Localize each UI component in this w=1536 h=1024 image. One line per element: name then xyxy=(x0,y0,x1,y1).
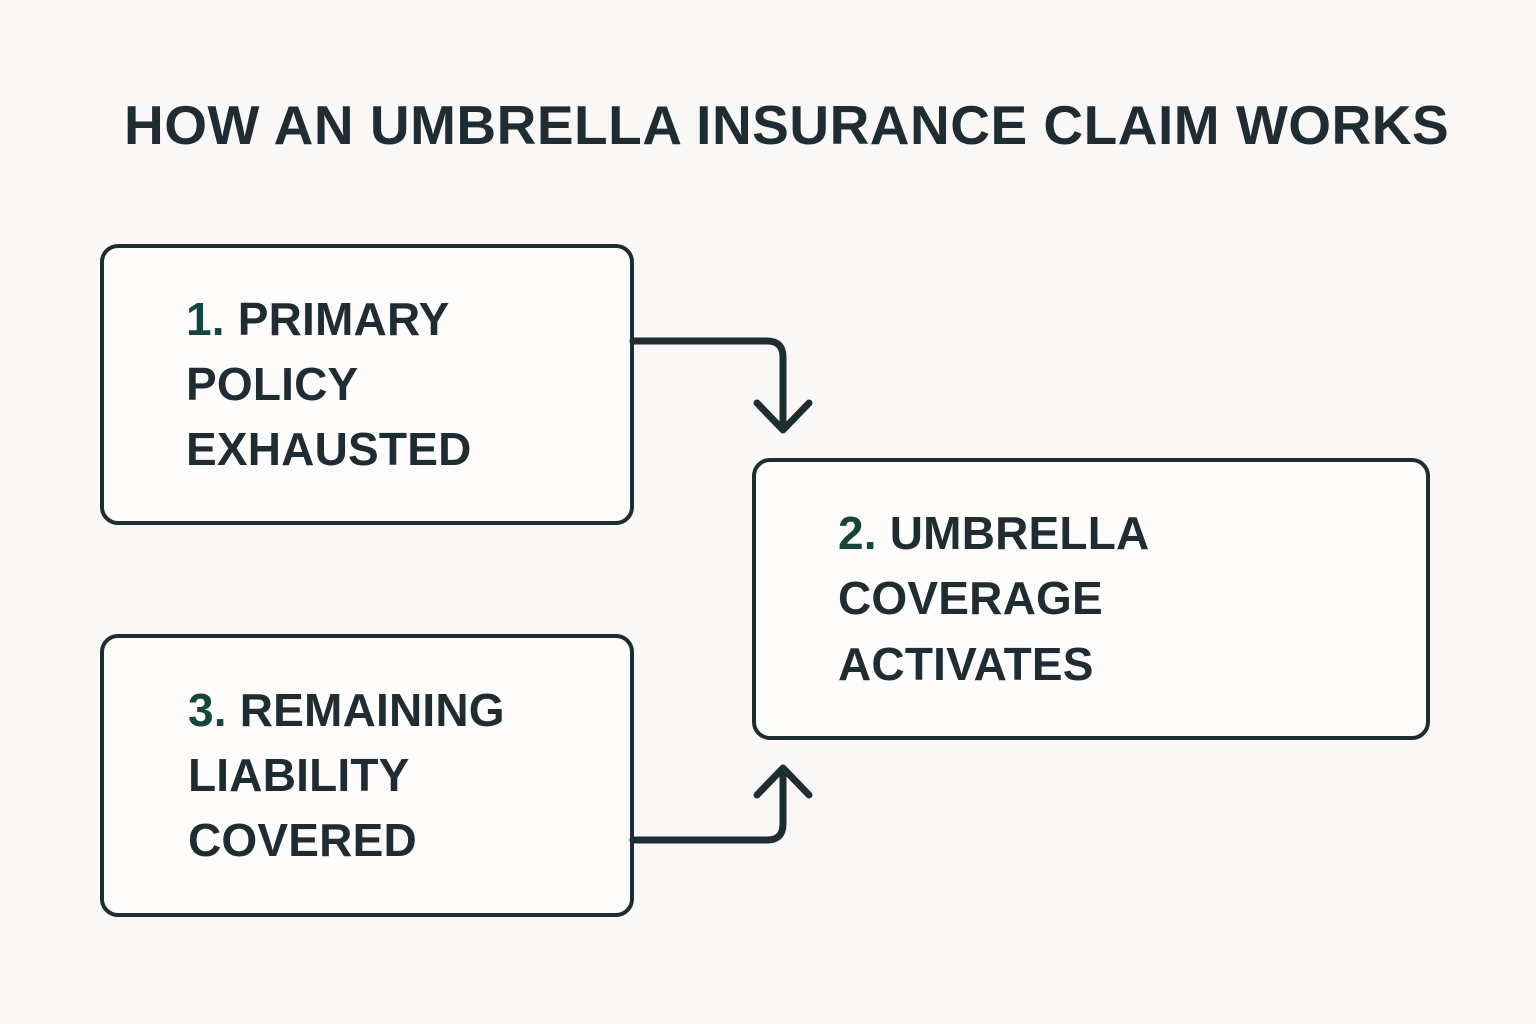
flow-box-step-1-text: 1. PRIMARY POLICY EXHAUSTED xyxy=(104,287,492,483)
step-2-line-1: UMBRELLA xyxy=(889,507,1150,560)
step-number-1: 1. xyxy=(186,292,225,345)
step-number-2: 2. xyxy=(838,507,877,560)
arrow-step-3-to-step-2 xyxy=(629,764,813,844)
flow-box-step-1[interactable]: 1. PRIMARY POLICY EXHAUSTED xyxy=(100,244,634,525)
flow-box-step-3-text: 3. REMAINING LIABILITY COVERED xyxy=(104,678,525,874)
arrow-step-1-to-step-2 xyxy=(629,337,813,434)
step-3-line-1: REMAINING xyxy=(239,683,505,736)
step-1-line-3: EXHAUSTED xyxy=(186,423,472,476)
step-number-3: 3. xyxy=(188,683,227,736)
step-2-line-2: COVERAGE xyxy=(838,572,1103,625)
flow-box-step-2[interactable]: 2. UMBRELLA COVERAGE ACTIVATES xyxy=(752,458,1430,740)
step-3-line-3: COVERED xyxy=(188,814,417,867)
page-title: HOW AN UMBRELLA INSURANCE CLAIM WORKS xyxy=(124,94,1450,156)
flow-box-step-3[interactable]: 3. REMAINING LIABILITY COVERED xyxy=(100,634,634,917)
flow-box-step-2-text: 2. UMBRELLA COVERAGE ACTIVATES xyxy=(756,501,1169,697)
step-3-line-2: LIABILITY xyxy=(188,748,410,801)
step-2-line-3: ACTIVATES xyxy=(838,637,1094,690)
step-1-line-1: PRIMARY xyxy=(237,292,450,345)
step-1-line-2: POLICY xyxy=(186,357,359,410)
